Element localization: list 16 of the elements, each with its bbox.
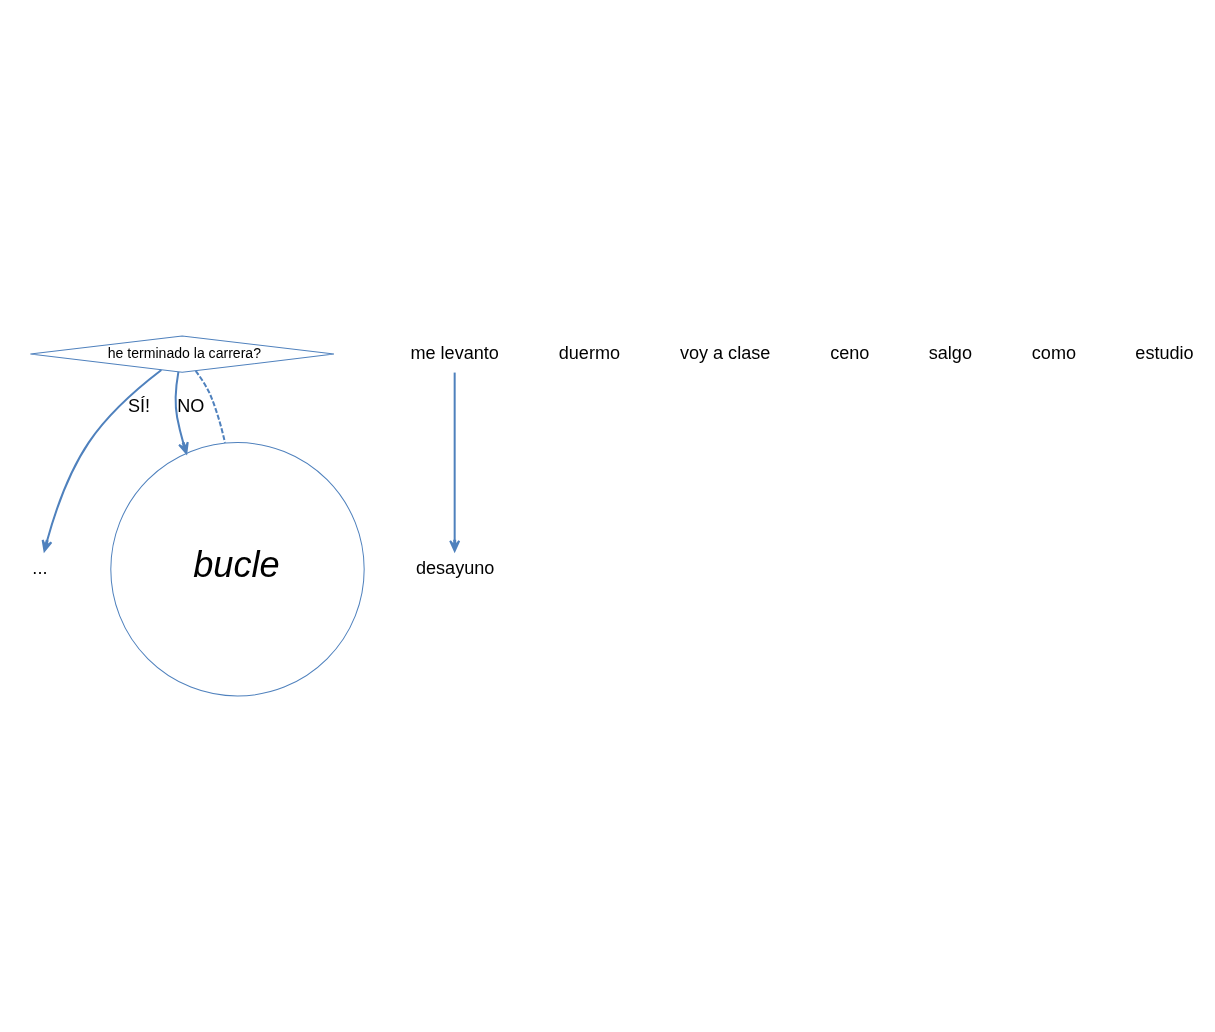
label: estudio <box>1135 342 1194 363</box>
arrow <box>41 369 162 552</box>
node-text: ... <box>32 557 48 578</box>
connector <box>194 370 226 444</box>
node-text: me levanto <box>410 342 499 363</box>
node-text: desayuno <box>415 557 495 578</box>
label: duermo <box>558 342 621 363</box>
edge-label: NO <box>177 395 205 416</box>
label: ceno <box>830 342 870 363</box>
label: como <box>1031 342 1077 363</box>
label: salgo <box>928 342 972 363</box>
edge-label: SÍ! <box>127 395 150 416</box>
arrow <box>449 372 461 552</box>
node-diamond: he terminado la carrera? <box>29 335 335 373</box>
label: voy a clase <box>679 342 771 363</box>
arrow <box>174 371 189 455</box>
